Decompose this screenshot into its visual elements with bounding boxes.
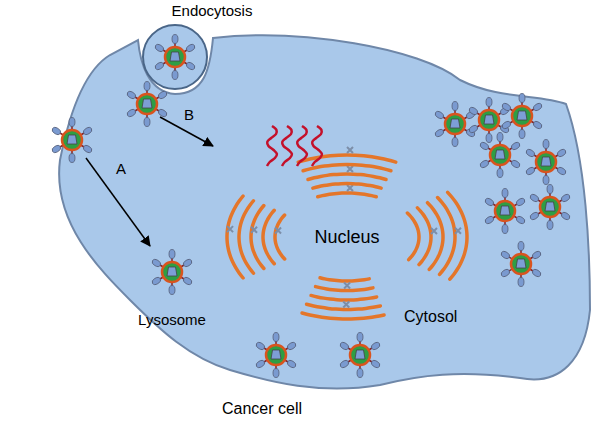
nanoparticle (501, 94, 543, 139)
nanoparticle (529, 185, 571, 230)
er-membrane (298, 155, 396, 162)
er-membrane (303, 165, 391, 171)
ribosome (275, 227, 281, 233)
er-membrane (239, 201, 253, 274)
nanoparticle (154, 35, 196, 80)
er-membrane (308, 174, 386, 179)
ribosome (343, 301, 349, 307)
er-membrane (448, 192, 467, 279)
nanoparticle (51, 118, 93, 163)
er-membrane (251, 206, 264, 269)
pathway-label: A (116, 160, 126, 177)
er-membrane (313, 184, 381, 189)
ribosome (344, 282, 350, 288)
released-drug (267, 126, 322, 166)
nanoparticle (479, 133, 521, 178)
er-membrane (227, 196, 243, 278)
organelle-label: Lysosome (138, 311, 206, 328)
drug-strand (312, 126, 322, 166)
ribosome (455, 228, 461, 234)
pathway-label: B (184, 106, 194, 123)
region-label: Cytosol (404, 308, 457, 326)
ribosome (347, 147, 353, 153)
drug-strand (267, 126, 277, 166)
drug-strand (297, 126, 307, 166)
endocytic-vesicle (143, 25, 207, 89)
drug-strand (282, 126, 292, 166)
er-membrane (407, 213, 419, 260)
organelle-label: Nucleus (314, 227, 379, 248)
er-membrane (320, 278, 369, 281)
er-membrane (318, 193, 377, 197)
nanoparticle (339, 333, 381, 378)
ribosome (227, 226, 233, 232)
nanoparticles (51, 35, 571, 378)
er-membrane (311, 295, 377, 300)
nanoparticle (255, 333, 297, 378)
ribosome (347, 166, 353, 172)
ribosome (347, 185, 353, 191)
nanoparticle (126, 82, 168, 127)
ribosome (431, 228, 437, 234)
process-label: Endocytosis (172, 2, 253, 19)
endoplasmic-reticulum (227, 147, 467, 319)
er-membrane (275, 215, 285, 259)
nanoparticle (500, 242, 542, 287)
nanoparticle (484, 189, 526, 234)
pathway-arrow (86, 158, 150, 246)
er-membrane (263, 210, 274, 264)
nanoparticle (151, 250, 193, 295)
cell-label: Cancer cell (222, 400, 302, 418)
er-membrane (417, 208, 431, 265)
nanoparticle (525, 140, 567, 185)
er-membrane (438, 198, 455, 275)
ribosome (251, 227, 257, 233)
er-membrane (428, 203, 443, 270)
er-membrane (302, 313, 384, 319)
